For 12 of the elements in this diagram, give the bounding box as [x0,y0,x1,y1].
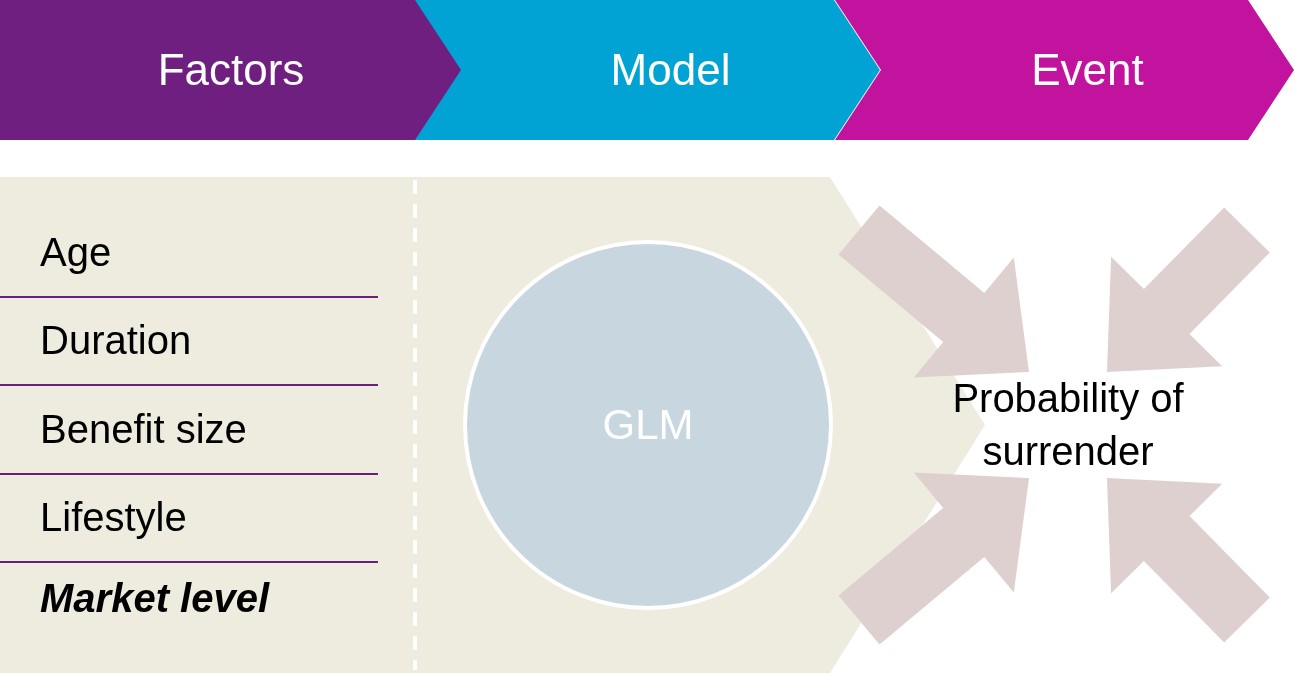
result-text: Probability of surrender [938,372,1198,478]
factor-label: Market level [40,576,270,621]
arrow [838,472,1029,645]
factor-label: Benefit size [40,407,247,452]
arrow [1107,478,1270,643]
chevron-step: Factors [0,0,462,140]
chevron-step: Event [835,0,1294,140]
factor-label: Age [40,230,112,275]
factor-label: Duration [40,318,192,363]
arrow [1107,207,1270,372]
arrow [838,205,1029,378]
factor-label: Lifestyle [40,495,187,540]
